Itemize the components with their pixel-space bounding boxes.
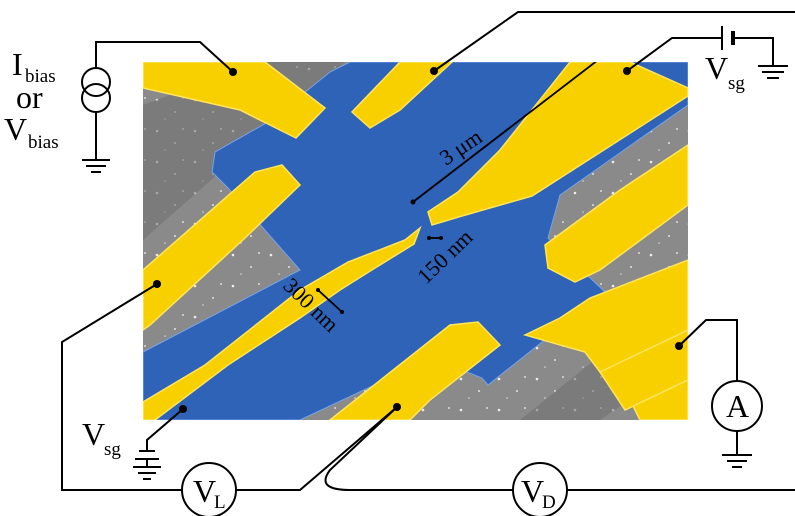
vsg-bottom-main-text: V bbox=[82, 416, 105, 452]
vd-main-text: V bbox=[521, 473, 544, 509]
vd-sub-text: D bbox=[542, 492, 556, 513]
dimension-150nm bbox=[427, 236, 443, 240]
vbias-sub-text: bias bbox=[28, 132, 59, 153]
electrode-top-left bbox=[143, 62, 327, 139]
vl-sub-text: L bbox=[214, 492, 226, 513]
circuit-wiring bbox=[61, 11, 795, 491]
battery-icon bbox=[721, 26, 735, 50]
or-text: or bbox=[16, 79, 43, 115]
current-source-icon bbox=[81, 67, 111, 113]
dimension-300nm bbox=[316, 288, 344, 314]
dimension-3um bbox=[410, 62, 597, 205]
voltmeter-vl: V L bbox=[181, 462, 237, 516]
vsg-top-sub-text: sg bbox=[728, 73, 745, 94]
vbias-main-text: V bbox=[4, 111, 27, 147]
electrode-bottom-right-arm bbox=[598, 329, 688, 411]
electrode-left bbox=[143, 164, 302, 331]
ibias-main-text: I bbox=[12, 46, 23, 82]
ibias-sub-text: bias bbox=[25, 66, 56, 87]
vsg-bottom-sub-text: sg bbox=[104, 439, 121, 460]
ammeter-text: A bbox=[726, 388, 749, 424]
vsg-top-main-text: V bbox=[705, 50, 728, 86]
gold-electrodes bbox=[143, 62, 688, 420]
sem-micrograph bbox=[143, 62, 688, 420]
ammeter: A bbox=[711, 380, 763, 432]
electrode-right-upper bbox=[544, 144, 688, 283]
vl-main-text: V bbox=[193, 473, 216, 509]
electrode-top-middle bbox=[350, 62, 454, 129]
electrode-top-right-gate bbox=[427, 62, 688, 226]
electrode-bottom-center bbox=[328, 321, 502, 420]
electrode-lower-left-gate bbox=[143, 225, 422, 420]
voltmeter-vd: V D bbox=[512, 462, 568, 516]
